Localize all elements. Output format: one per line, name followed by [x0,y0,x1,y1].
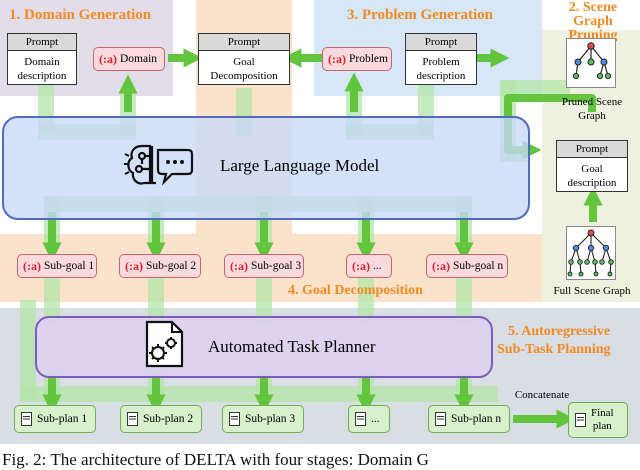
goal-decomposition-title: 4. Goal Decomposition [288,283,423,298]
problem-generation-title: 3. Problem Generation [347,7,493,23]
llm-tag: (:a) [230,258,248,273]
domain-generation-title: 1. Domain Generation [9,7,152,23]
flow-band [456,270,472,322]
llm-tag: (:a) [23,258,41,273]
subplan-1: Sub-plan 1 [14,405,96,433]
pruned-scene-graph-icon [572,42,612,80]
document-icon [575,413,586,427]
subplan-label: Sub-plan n [451,413,502,425]
autoregressive-planning-title-line2: Sub-Task Planning [497,342,611,357]
prompt-line: Goal [581,163,603,175]
planner-document-gears-icon [145,320,184,368]
flow-band [256,270,272,322]
flow-band [148,270,164,322]
subgoal-label: Sub-goal 3 [251,260,302,272]
llm-tag: (:a) [125,258,143,273]
subgoal-ellipsis: (:a)... [346,254,392,278]
pruned-scene-graph-line: Pruned Scene [561,96,623,108]
prompt-header: Prompt [199,34,289,51]
flow-band [20,300,36,400]
subplan-label: ... [371,413,380,425]
subplan-label: Sub-plan 3 [245,413,296,425]
subgoal-1: (:a)Sub-goal 1 [17,254,97,278]
document-icon [229,412,240,426]
document-icon [127,412,138,426]
generated-problem-label: Problem [349,53,388,65]
prompt-line: description [416,70,466,82]
subgoal-n: (:a)Sub-goal n [426,254,508,278]
llm-label: Large Language Model [220,156,380,175]
subgoal-2: (:a)Sub-goal 2 [119,254,201,278]
llm-tag: (:a) [352,258,370,273]
final-plan-line: plan [592,420,612,432]
subgoal-label: Sub-goal 2 [146,260,197,272]
prompt-line: Domain [24,56,60,68]
prompt-line: description [17,70,67,82]
brain-chat-icon [124,144,194,186]
prompt-line: Decomposition [210,70,278,82]
subgoal-label: ... [373,260,382,272]
subgoal-label: Sub-goal n [453,260,504,272]
subplan-2: Sub-plan 2 [120,405,202,433]
prompt-line: description [567,177,617,189]
generated-domain-label: Domain [120,53,158,65]
goal-description-prompt: Prompt Goal description [556,140,628,192]
generated-domain: (:a)Domain [93,47,165,71]
domain-description-prompt: Prompt Domain description [7,33,77,85]
full-scene-graph-icon [567,229,614,277]
autoregressive-planning-title-line1: 5. Autoregressive [508,324,611,339]
llm-tag: (:a) [328,51,346,66]
prompt-header: Prompt [557,141,627,158]
document-icon [435,412,446,426]
pruned-scene-graph-label: Pruned Scene Graph [550,95,634,123]
subgoal-3: (:a)Sub-goal 3 [224,254,304,278]
scene-graph-pruning-title: 2. Scene Graph Pruning [568,0,618,43]
subplan-ellipsis: ... [348,405,390,433]
generated-problem: (:a)Problem [322,47,392,71]
subplan-label: Sub-plan 2 [143,413,194,425]
prompt-header: Prompt [406,34,476,51]
full-scene-graph-label: Full Scene Graph [553,285,631,297]
flow-band [500,80,570,96]
subplan-n: Sub-plan n [428,405,510,433]
flow-band [358,270,374,322]
document-icon [355,412,366,426]
subplan-3: Sub-plan 3 [222,405,304,433]
flow-band [20,386,498,402]
final-plan: Final plan [568,402,628,438]
planner-label: Automated Task Planner [208,337,376,356]
prompt-line: Problem [422,56,460,68]
large-language-model-block [2,116,530,220]
pruned-scene-graph-line: Graph [578,110,606,122]
prompt-line: Goal [233,56,255,68]
flow-band [44,270,60,322]
document-icon [21,412,32,426]
llm-tag: (:a) [432,258,450,273]
concatenate-label: Concatenate [514,389,570,401]
subplan-label: Sub-plan 1 [37,413,88,425]
automated-task-planner-block [35,316,493,378]
final-plan-line: Final [591,407,614,419]
subgoal-label: Sub-goal 1 [44,260,95,272]
llm-tag: (:a) [99,51,117,66]
figure-caption: Fig. 2: The architecture of DELTA with f… [2,450,429,469]
prompt-header: Prompt [8,34,76,51]
problem-description-prompt: Prompt Problem description [405,33,477,85]
